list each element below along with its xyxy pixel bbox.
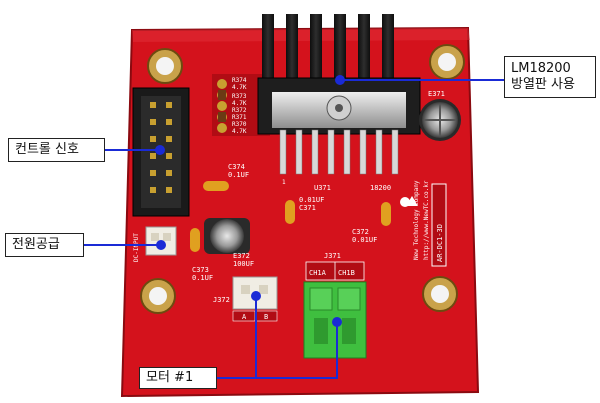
c371-value: 0.01UF: [299, 196, 324, 204]
resistor-label-r374: R374: [232, 77, 247, 84]
c374-label: C374: [228, 163, 245, 171]
e371-label: E371: [428, 90, 445, 98]
capacitor-e371: [419, 99, 461, 141]
callout-control-signal: 컨트롤 신호: [8, 138, 105, 162]
company-website: http://www.NewTC.co.kr: [423, 180, 430, 260]
c374-value: 0.1UF: [228, 171, 249, 179]
heatsink: [257, 14, 421, 135]
callout-dot-power: [156, 240, 166, 250]
resistor-label-r370: R370: [232, 121, 247, 128]
company-name: New Technology Company: [413, 180, 420, 260]
resistor-label-r373: R373: [232, 93, 247, 100]
capacitor-c374: [203, 181, 229, 191]
callout-heatsink: LM18200 방열판 사용: [504, 56, 596, 98]
j372-pin-a: A: [242, 313, 247, 321]
ch1a-label: CH1A: [309, 269, 327, 277]
resistor-label-r371: R371: [232, 114, 247, 121]
u371-part-label: 18200: [370, 184, 391, 192]
capacitor-c373: [190, 228, 200, 252]
callout-dot-control: [155, 145, 165, 155]
c372-value: 0.01UF: [352, 236, 377, 244]
callout-line-motor-b: [256, 322, 338, 379]
u371-label: U371: [314, 184, 331, 192]
resistor-value: 4.7K: [232, 84, 247, 91]
capacitor-c372: [381, 202, 391, 226]
callout-heatsink-line2: 방열판 사용: [511, 77, 575, 92]
capacitor-e372: [204, 218, 250, 254]
pin1-label: 1: [282, 179, 286, 186]
mounting-hole-bottom-right: [422, 276, 458, 312]
callout-dot-motor-a: [251, 291, 261, 301]
certification-marks: [400, 196, 418, 207]
e372-value: 100UF: [233, 260, 254, 268]
ch1b-label: CH1B: [338, 269, 355, 277]
callout-motor: 모터 #1: [139, 367, 217, 389]
callout-dot-heatsink: [335, 75, 345, 85]
j371-label: J371: [324, 252, 341, 260]
callout-heatsink-line1: LM18200: [511, 61, 571, 76]
company-silkscreen: New Technology Company http://www.NewTC.…: [413, 180, 447, 267]
e372-label: E372: [233, 252, 250, 260]
j372-pin-b: B: [264, 313, 268, 321]
mounting-hole-bottom-left: [140, 278, 176, 314]
board-id: AR-DC1-3D: [436, 224, 444, 262]
mounting-hole-top-left: [147, 48, 183, 84]
ic-leads: [279, 129, 399, 175]
resistor-value: 4.7K: [232, 100, 247, 107]
terminal-block-j371: [303, 261, 367, 359]
c373-value: 0.1UF: [192, 274, 213, 282]
callout-power-supply: 전원공급: [5, 233, 84, 257]
j372-label: J372: [213, 296, 230, 304]
c373-label: C373: [192, 266, 209, 274]
callout-lines: [84, 75, 504, 379]
c372-label: C372: [352, 228, 369, 236]
resistor-value: 4.7K: [232, 128, 247, 135]
dc-input-label: DC-INPUT: [133, 233, 140, 262]
mounting-hole-top-right: [429, 44, 465, 80]
capacitor-c371: [285, 200, 295, 224]
c371-label: C371: [299, 204, 316, 212]
resistor-label-r372: R372: [232, 107, 247, 114]
callout-dot-motor-b: [332, 317, 342, 327]
